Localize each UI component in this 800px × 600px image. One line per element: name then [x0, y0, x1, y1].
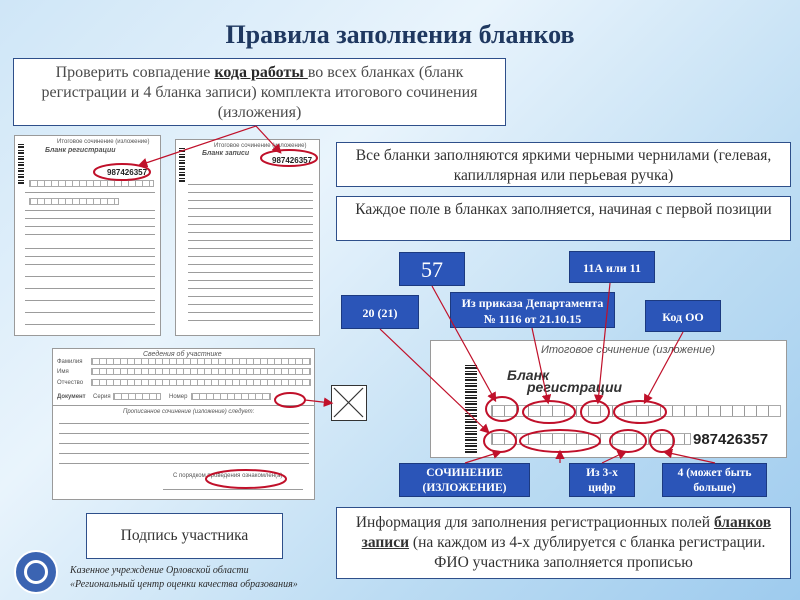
form-barcode: [18, 144, 24, 184]
big-form-code: 987426357: [693, 431, 769, 448]
reg-form-title: Итоговое сочинение (изложение): [57, 139, 150, 145]
highlight-ellipse: [274, 392, 306, 408]
pointer-arrow: [593, 282, 611, 405]
label-57: 57: [399, 252, 465, 286]
big-form-sub1: Бланк: [507, 367, 550, 383]
footer-line2: «Региональный центр оценки качества обра…: [70, 579, 298, 590]
reg-form-subtitle: Бланк регистрации: [45, 147, 116, 154]
record-forms-note: Информация для заполнения регистрационны…: [336, 507, 791, 579]
highlight-ellipse: [519, 429, 601, 453]
label-three-digits: Из 3-х цифр: [569, 463, 635, 497]
form-cells: [29, 180, 154, 187]
highlight-ellipse: [609, 429, 647, 453]
patronymic-label: Отчество: [57, 380, 84, 386]
document-label: Документ: [57, 394, 86, 400]
signature-note: Подпись участника: [86, 513, 283, 559]
form-cells: [29, 198, 119, 205]
record-form-thumbnail: Итоговое сочинение (изложение) Бланк зап…: [175, 139, 320, 336]
label-grade: 11А или 11: [569, 251, 655, 283]
form-barcode: [465, 363, 477, 453]
pointer-arrow: [137, 125, 257, 168]
check-code-text-post: во всех бланках (бланк регистрации и 4 б…: [41, 64, 478, 121]
cross-icon: [333, 387, 364, 418]
label-four-line1: 4 (может быть: [677, 467, 752, 479]
record-forms-text-post: (на каждом из 4-х дублируется с бланка р…: [409, 534, 766, 571]
highlight-ellipse: [205, 469, 287, 489]
series-label: Серия: [93, 394, 111, 400]
highlight-ellipse: [580, 400, 610, 424]
label-essay-line1: СОЧИНЕНИЕ: [426, 467, 503, 479]
record-forms-text-pre: Информация для заполнения регистрационны…: [355, 514, 714, 531]
form-cells: [191, 393, 271, 400]
pointer-arrow: [431, 285, 497, 403]
label-order-line2: № 1116 от 21.10.15: [483, 312, 582, 326]
name-label: Имя: [57, 369, 69, 375]
ink-rule-note: Все бланки заполняются яркими черными че…: [336, 142, 791, 187]
form-cells: [491, 405, 781, 417]
number-label: Номер: [169, 394, 188, 400]
sign-note: С порядком проведения ознакомлен(а): [173, 473, 283, 479]
registration-form-thumbnail: Итоговое сочинение (изложение) Бланк рег…: [14, 135, 161, 336]
pointer-arrow: [643, 331, 684, 405]
label-three-line1: Из 3-х: [586, 467, 618, 479]
form-cells: [91, 358, 311, 365]
label-order-line1: Из приказа Департамента: [461, 296, 604, 310]
reg-form-code: 987426357: [107, 168, 148, 177]
form-cells: [113, 393, 161, 400]
record-form-subtitle: Бланк записи: [202, 150, 250, 157]
pointer-arrow: [531, 327, 552, 405]
label-order: Из приказа Департамента № 1116 от 21.10.…: [450, 292, 615, 328]
pointer-arrow: [304, 397, 334, 407]
highlight-ellipse: [613, 400, 667, 424]
big-form-sub2: регистрации: [527, 379, 623, 395]
highlight-ellipse: [260, 149, 318, 167]
check-code-text-underlined: кода работы: [214, 64, 308, 81]
label-essay: СОЧИНЕНИЕ (ИЗЛОЖЕНИЕ): [399, 463, 530, 497]
highlight-ellipse: [485, 396, 519, 422]
footer: Казенное учреждение Орловской области «Р…: [70, 564, 298, 592]
footer-line1: Казенное учреждение Орловской области: [70, 565, 249, 576]
check-code-note: Проверить совпадение кода работы во всех…: [13, 58, 506, 126]
pointer-arrow: [379, 328, 490, 434]
removed-title: Прописанное сочинение (изложение) следуе…: [123, 409, 255, 415]
record-forms-text-underlined: бланков записи: [361, 514, 772, 551]
form-cells: [91, 368, 311, 375]
pointer-arrow: [464, 449, 503, 464]
page-title: Правила заполнения бланков: [225, 20, 575, 49]
check-code-text-pre: Проверить совпадение: [55, 64, 215, 81]
label-four-line2: больше): [693, 482, 736, 494]
pointer-arrow: [662, 448, 716, 464]
highlight-ellipse: [649, 429, 675, 453]
participant-title: Сведения об участнике: [143, 351, 222, 358]
pointer-arrow: [255, 125, 282, 154]
participant-form-thumbnail: Сведения об участнике Фамилия Имя Отчест…: [52, 348, 315, 500]
label-school-year: 20 (21): [341, 295, 419, 329]
record-form-code: 987426357: [272, 156, 313, 165]
highlight-ellipse: [522, 400, 576, 424]
surname-label: Фамилия: [57, 359, 83, 365]
rcoko-logo: [14, 550, 58, 594]
label-essay-line2: (ИЗЛОЖЕНИЕ): [422, 482, 507, 494]
pointer-arrow: [601, 450, 628, 464]
form-barcode: [179, 146, 185, 182]
highlight-ellipse: [483, 429, 517, 453]
record-form-title: Итоговое сочинение (изложение): [214, 143, 307, 149]
label-three-line2: цифр: [588, 482, 616, 494]
form-cells: [91, 379, 311, 386]
first-position-rule-note: Каждое поле в бланках заполняется, начин…: [336, 196, 791, 241]
highlight-ellipse: [93, 163, 151, 181]
crossed-checkbox-sample: [331, 385, 367, 421]
label-code-oo: Код ОО: [645, 300, 721, 332]
label-four-digits: 4 (может быть больше): [662, 463, 767, 497]
